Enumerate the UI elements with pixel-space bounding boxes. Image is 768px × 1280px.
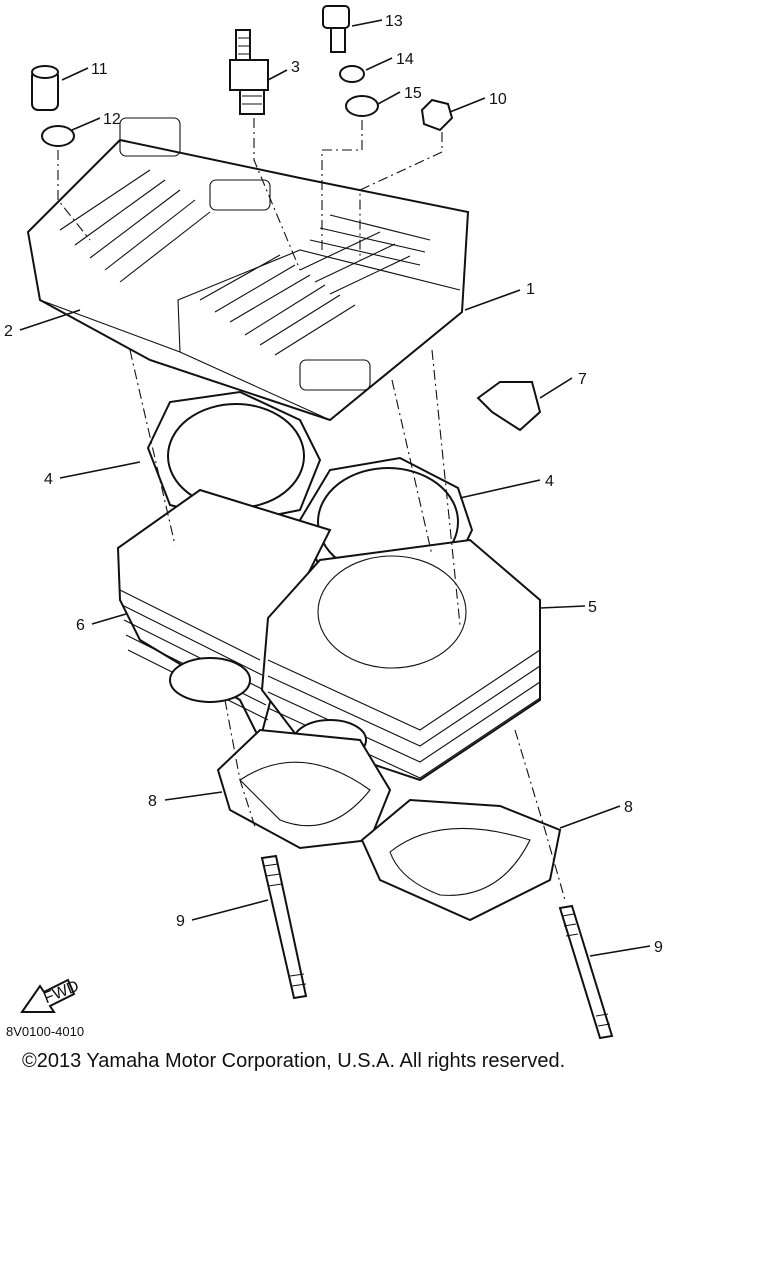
callout-8-right: 8 (624, 799, 633, 816)
callout-12: 12 (103, 111, 121, 128)
callout-13: 13 (385, 13, 403, 30)
alignment-lines (57, 118, 566, 901)
callout-5: 5 (588, 599, 597, 616)
cylinder-6 (116, 488, 332, 743)
cylinder-head (26, 117, 470, 422)
base-gasket-right (360, 798, 562, 922)
callout-8-left: 8 (148, 793, 157, 810)
fwd-arrow-icon: FWD (20, 978, 82, 1013)
base-gasket-left (216, 728, 392, 850)
washer-14 (339, 65, 365, 83)
callout-10: 10 (489, 91, 507, 108)
callout-9-right: 9 (654, 939, 663, 956)
callout-4-right: 4 (545, 473, 554, 490)
spark-plug (229, 29, 269, 115)
callout-6: 6 (76, 617, 85, 634)
stud-bolt-left (260, 854, 308, 1000)
callout-3: 3 (291, 59, 300, 76)
callout-14: 14 (396, 51, 414, 68)
bracket-7 (476, 381, 542, 432)
collar-11 (31, 65, 59, 111)
callout-numbers: 1 2 3 4 4 5 6 7 8 8 9 9 10 11 12 13 14 1… (4, 13, 663, 956)
callout-2: 2 (4, 323, 13, 340)
nut-10 (420, 98, 454, 132)
stud-bolt-right (558, 904, 614, 1040)
callout-15: 15 (404, 85, 422, 102)
bolt-13 (322, 5, 350, 53)
washer-15 (345, 95, 379, 117)
washer-12 (41, 125, 75, 147)
callout-4-left: 4 (44, 471, 53, 488)
exploded-parts-diagram: FWD 1 2 3 4 4 5 6 7 8 8 9 9 10 11 (4, 5, 663, 1040)
callout-11: 11 (91, 61, 108, 78)
callout-1: 1 (526, 281, 535, 298)
callout-7: 7 (578, 371, 587, 388)
callout-9-left: 9 (176, 913, 185, 930)
copyright-notice: ©2013 Yamaha Motor Corporation, U.S.A. A… (22, 1050, 566, 1072)
diagram-code: 8V0100-4010 (6, 1024, 85, 1039)
fwd-label: FWD (41, 978, 81, 1007)
callout-leaders (19, 19, 651, 957)
